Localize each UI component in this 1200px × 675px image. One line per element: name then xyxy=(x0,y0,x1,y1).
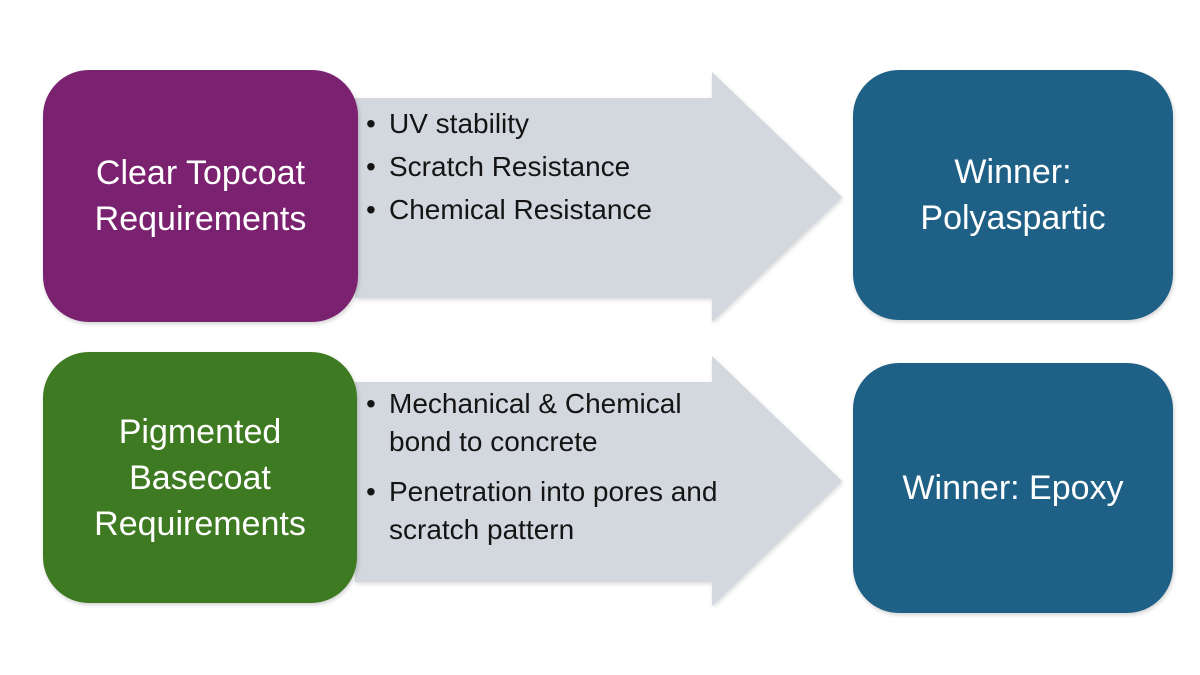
clear-topcoat-requirements-label: Clear Topcoat Requirements xyxy=(94,154,307,238)
bullet-mechanical-chemical-bond: Mechanical & Chemical bond to concrete xyxy=(366,385,721,461)
topcoat-bullet-list: UV stability Scratch Resistance Chemical… xyxy=(366,102,706,231)
clear-topcoat-requirements-box: Clear Topcoat Requirements xyxy=(43,70,358,322)
basecoat-criteria-list: Mechanical & Chemical bond to concrete P… xyxy=(366,385,721,549)
topcoat-criteria-list: UV stability Scratch Resistance Chemical… xyxy=(366,102,706,231)
bullet-chemical-resistance: Chemical Resistance xyxy=(366,188,706,231)
winner-polyaspartic-label: Winner: Polyaspartic xyxy=(920,153,1106,237)
basecoat-bullet-list: Mechanical & Chemical bond to concrete P… xyxy=(366,385,721,549)
bullet-uv-stability: UV stability xyxy=(366,102,706,145)
bullet-penetration-pores: Penetration into pores and scratch patte… xyxy=(366,473,721,549)
winner-epoxy-label: Winner: Epoxy xyxy=(902,469,1124,507)
winner-epoxy-box: Winner: Epoxy xyxy=(853,363,1173,613)
winner-polyaspartic-box: Winner: Polyaspartic xyxy=(853,70,1173,320)
pigmented-basecoat-requirements-label: Pigmented Basecoat Requirements xyxy=(94,412,306,543)
pigmented-basecoat-requirements-box: Pigmented Basecoat Requirements xyxy=(43,352,357,603)
bullet-scratch-resistance: Scratch Resistance xyxy=(366,145,706,188)
